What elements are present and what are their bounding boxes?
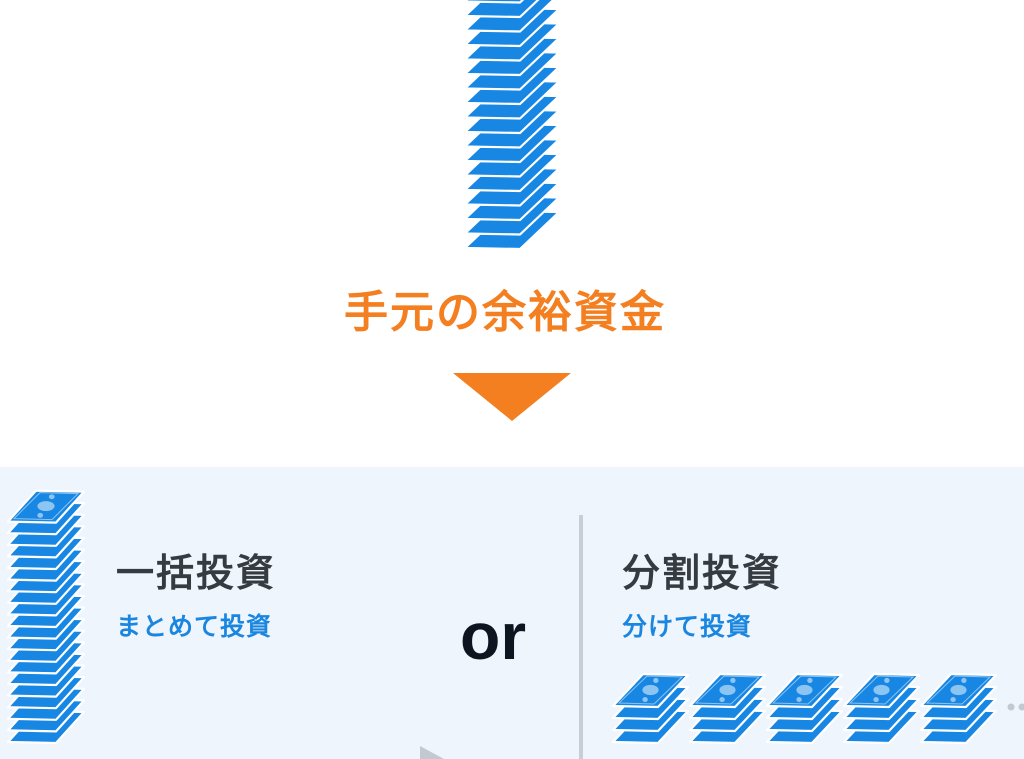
bill-dot — [950, 697, 956, 703]
bill-portrait — [642, 684, 659, 696]
bill-portrait — [719, 684, 736, 696]
installment-title: 分割投資 — [622, 551, 783, 595]
bill-dot — [961, 677, 967, 683]
bill-sheet — [463, 0, 525, 4]
bill-border — [848, 675, 915, 705]
bill-border — [771, 675, 838, 705]
bill-dot — [730, 677, 736, 683]
bill-portrait — [796, 684, 813, 696]
lump-sum-subtitle: まとめて投資 — [116, 612, 273, 641]
bill-dot — [642, 697, 648, 703]
bill-border — [12, 492, 80, 521]
bill-portrait — [873, 684, 890, 696]
or-label: or — [460, 599, 526, 673]
lump-sum-title: 一括投資 — [116, 551, 277, 595]
installment-subtitle: 分けて投資 — [622, 612, 753, 641]
spare-funds-title: 手元の余裕資金 — [344, 287, 666, 338]
bill-dot — [796, 697, 802, 703]
bill-border — [694, 675, 761, 705]
divider — [579, 515, 583, 759]
down-arrow-icon — [453, 373, 571, 421]
tall-money-stack — [463, 0, 561, 251]
installment-money-stack — [842, 672, 921, 745]
bill-border — [617, 675, 684, 705]
bill-dot — [884, 677, 890, 683]
bill-portrait — [37, 501, 55, 512]
bill-dot — [37, 512, 44, 518]
bill-dot — [653, 677, 659, 683]
bill-dot — [807, 677, 813, 683]
bill-dot — [48, 494, 55, 500]
ellipsis-dot — [1007, 703, 1015, 711]
installment-money-stack — [765, 672, 844, 745]
play-triangle-icon — [420, 746, 444, 759]
installment-money-stack — [611, 672, 690, 745]
bill-dot — [719, 697, 725, 703]
ellipsis-dot — [1018, 703, 1024, 711]
installment-money-stack — [688, 672, 767, 745]
lump-sum-money-stack — [6, 489, 86, 745]
bill-portrait — [950, 684, 967, 696]
bill-border — [925, 675, 992, 705]
installment-money-stack — [919, 672, 998, 745]
bill-sheet — [463, 0, 540, 19]
bill-dot — [873, 697, 879, 703]
